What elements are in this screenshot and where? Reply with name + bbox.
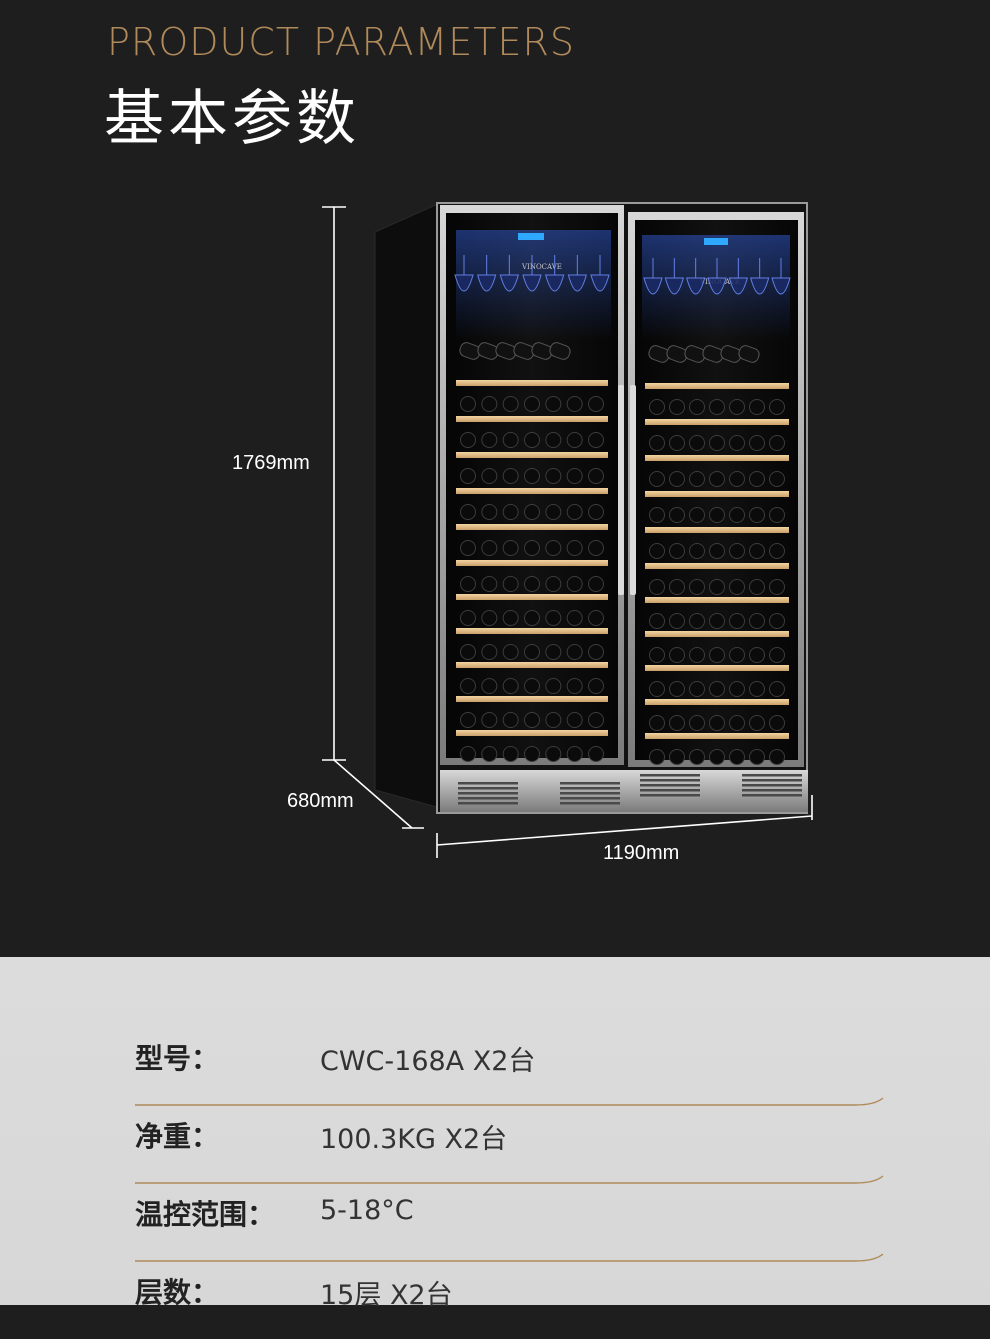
spec-row-model: 型号： CWC-168A X2台 bbox=[135, 1027, 895, 1106]
title-chinese: 基本参数 bbox=[104, 84, 360, 154]
spec-value: 100.3KG X2台 bbox=[320, 1124, 508, 1155]
spec-label: 层数： bbox=[135, 1276, 220, 1309]
spec-divider bbox=[135, 1175, 884, 1184]
brand-logo-left: VINOCAVE bbox=[521, 263, 562, 271]
width-dimension-label: 1190mm bbox=[603, 842, 680, 864]
wine-cabinet-illustration: VINOCAVE VINOCAVE bbox=[322, 202, 813, 858]
spec-value: CWC-168A X2台 bbox=[320, 1046, 536, 1077]
door-handle-left bbox=[618, 385, 624, 595]
spec-row-weight: 净重： 100.3KG X2台 bbox=[135, 1105, 895, 1184]
spec-divider bbox=[135, 1097, 884, 1106]
spec-label: 型号： bbox=[135, 1042, 220, 1075]
spec-label: 净重： bbox=[135, 1120, 220, 1153]
title-english: PRODUCT PARAMETERS bbox=[107, 20, 576, 64]
door-handle-right bbox=[630, 385, 636, 595]
dimension-lines bbox=[322, 206, 813, 858]
specs-section: 型号： CWC-168A X2台 净重： 100.3KG X2台 温控范围： 5… bbox=[0, 957, 990, 1311]
spec-row-temperature: 温控范围： 5-18°C bbox=[135, 1183, 895, 1262]
spec-value: 5-18°C bbox=[320, 1195, 414, 1226]
spec-label: 温控范围： bbox=[135, 1198, 276, 1231]
depth-dimension-label: 680mm bbox=[287, 790, 354, 812]
spec-row-layers: 层数： 15层 X2台 bbox=[135, 1261, 895, 1339]
height-dimension-label: 1769mm bbox=[232, 452, 310, 474]
spec-divider bbox=[135, 1253, 884, 1262]
hero-section: PRODUCT PARAMETERS 基本参数 bbox=[104, 20, 813, 864]
spec-value: 15层 X2台 bbox=[320, 1280, 453, 1311]
